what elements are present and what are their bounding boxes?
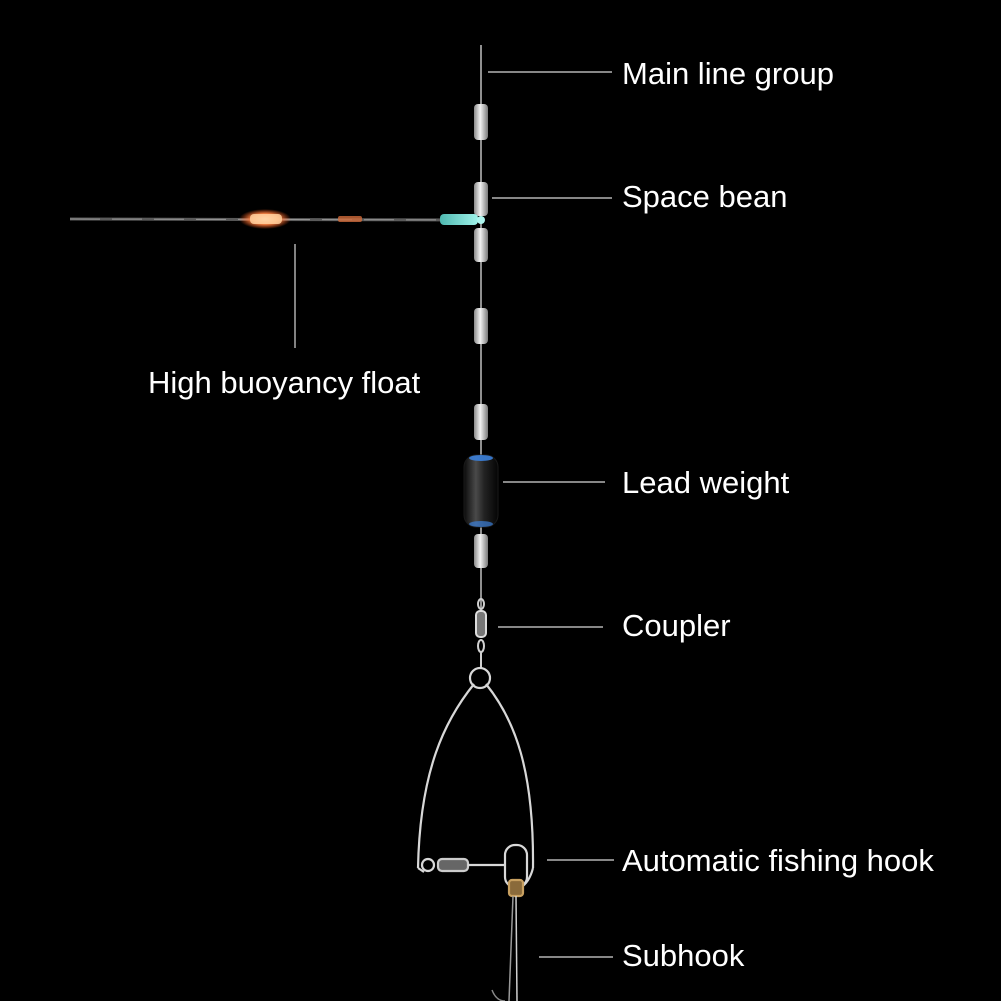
leader-lines	[294, 71, 614, 958]
label-space-bean: Space bean	[622, 179, 788, 214]
space-bean	[474, 182, 488, 216]
space-bean	[474, 404, 488, 440]
subhook-illustration	[491, 895, 518, 1001]
label-main-line-group: Main line group	[622, 56, 834, 91]
space-bean	[474, 308, 488, 344]
coupler-illustration	[475, 598, 487, 668]
space-beans	[474, 104, 488, 568]
space-bean	[474, 104, 488, 140]
float-illustration	[69, 209, 485, 229]
label-automatic-fishing-hook: Automatic fishing hook	[622, 843, 934, 878]
label-coupler: Coupler	[622, 608, 731, 643]
automatic-hook-illustration	[416, 666, 535, 898]
label-subhook: Subhook	[622, 938, 745, 973]
label-lead-weight: Lead weight	[622, 465, 790, 500]
label-high-buoyancy-float: High buoyancy float	[148, 365, 421, 400]
lead-weight-illustration	[463, 454, 499, 528]
space-bean	[474, 534, 488, 568]
space-bean	[474, 228, 488, 262]
